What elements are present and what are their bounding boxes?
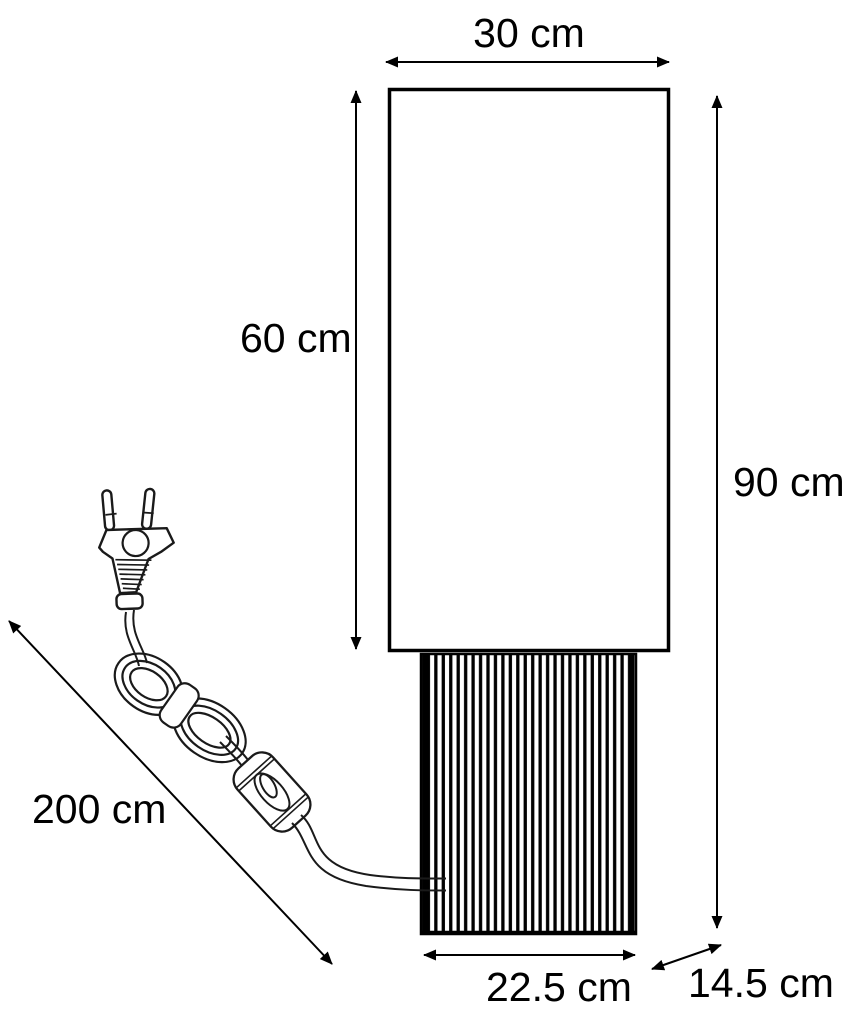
label-shade-height: 60 cm (240, 315, 352, 361)
label-base-width: 22.5 cm (486, 964, 632, 1010)
label-cord-length: 200 cm (32, 786, 167, 832)
inline-switch-icon (232, 751, 312, 833)
label-base-depth: 14.5 cm (688, 960, 834, 1006)
label-total-height: 90 cm (733, 459, 845, 505)
dim-arrow-cord-length (8, 620, 333, 965)
power-plug-icon (98, 487, 175, 611)
label-shade-width: 30 cm (473, 10, 585, 56)
lamp-shade (387, 87, 671, 653)
cable-coil-icon (113, 652, 247, 764)
cord-upper (124, 609, 148, 667)
lamp-base (419, 652, 638, 936)
dim-arrow-base-depth (651, 943, 722, 971)
